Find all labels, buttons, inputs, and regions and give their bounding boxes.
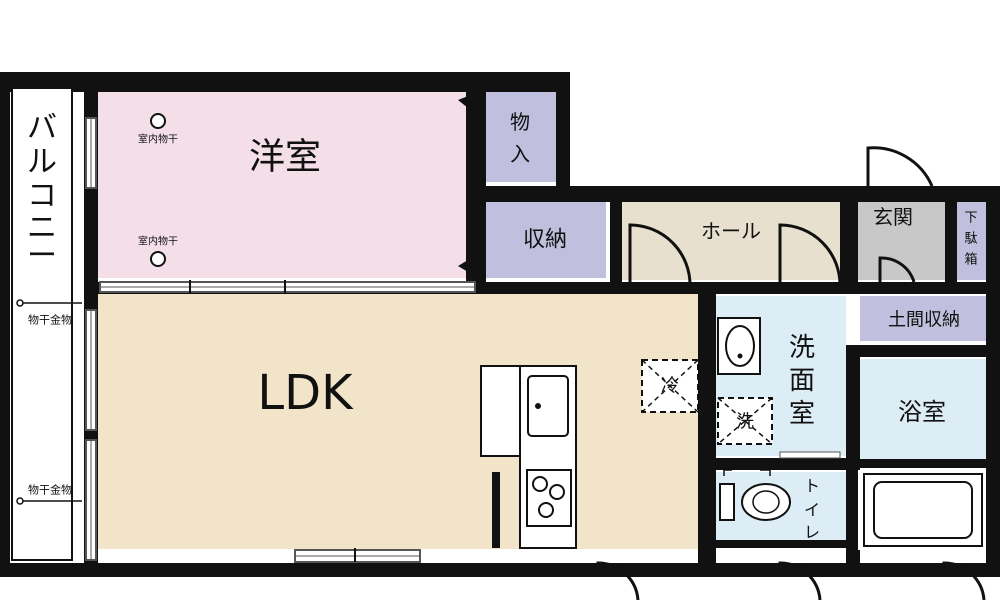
wash-basin bbox=[717, 317, 841, 459]
fridge-space bbox=[641, 359, 699, 413]
ldk-label: LDK bbox=[257, 365, 354, 421]
toilet-fixture bbox=[719, 469, 791, 521]
balcony-label-4: ニ bbox=[27, 211, 57, 246]
fridge-label: 冷 bbox=[661, 376, 679, 397]
washer-label: 洗 bbox=[736, 412, 754, 433]
drying-hardware bbox=[16, 299, 82, 505]
shoe-box-label-2: 駄 bbox=[964, 232, 977, 247]
drying-hardware-label-2: 物干金物 bbox=[28, 483, 72, 497]
shoe-box-label-1: 下 bbox=[964, 211, 977, 226]
washroom-label-1: 洗 bbox=[789, 333, 815, 363]
doma-storage-label: 土間収納 bbox=[888, 310, 960, 331]
indoor-drying-label-2: 室内物干 bbox=[138, 235, 178, 248]
storage-label: 収納 bbox=[523, 228, 567, 253]
doors bbox=[596, 146, 986, 600]
balcony-label-3: コ bbox=[27, 179, 57, 214]
closet-label-2: 入 bbox=[510, 142, 530, 166]
indoor-drying-label-1: 室内物干 bbox=[138, 133, 178, 146]
sliding-door-marks bbox=[189, 280, 356, 562]
drying-hardware-label-1: 物干金物 bbox=[28, 313, 72, 327]
bathtub bbox=[863, 473, 983, 547]
indoor-drying-hooks bbox=[150, 113, 166, 267]
toilet-label-1: ト bbox=[804, 477, 820, 496]
balcony-label-1: バ bbox=[27, 111, 57, 146]
closet-arrows bbox=[458, 96, 860, 382]
balcony-label-5: ー bbox=[27, 239, 57, 274]
closet-label-1: 物 bbox=[510, 110, 530, 134]
hall-label: ホール bbox=[701, 219, 761, 243]
toilet-label-3: レ bbox=[804, 523, 820, 542]
shoe-box-label-3: 箱 bbox=[964, 252, 977, 268]
balcony-label-2: ル bbox=[27, 145, 57, 180]
washroom-label-2: 面 bbox=[789, 366, 815, 396]
washer-space bbox=[717, 397, 773, 445]
kitchen-counter bbox=[480, 365, 577, 549]
western-room-label: 洋室 bbox=[249, 137, 321, 178]
entrance-label: 玄関 bbox=[873, 205, 913, 229]
bathroom-label: 浴室 bbox=[898, 398, 946, 426]
window-frames bbox=[90, 118, 475, 560]
labels: バ ル コ ニ ー 洋室 室内物干 室内物干 物 入 収納 ホール 玄関 下 駄… bbox=[27, 110, 978, 542]
toilet-label-2: イ bbox=[804, 501, 820, 520]
washroom-label-3: 室 bbox=[789, 399, 815, 429]
